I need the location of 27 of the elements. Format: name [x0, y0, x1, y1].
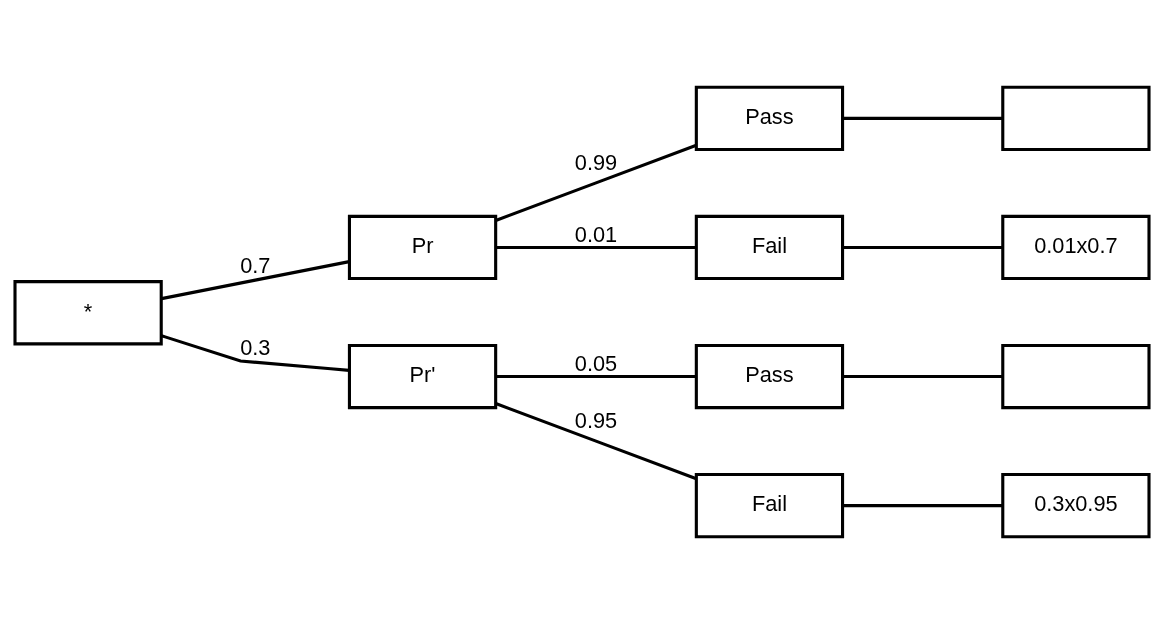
edge-label: 0.7 [240, 252, 271, 278]
connector [161, 334, 350, 372]
connector [842, 504, 1003, 508]
node-box: Pass [694, 85, 845, 151]
node-box [1001, 85, 1151, 151]
edge-label: 0.05 [574, 350, 618, 376]
connector [495, 143, 697, 222]
edge-label: 0.95 [574, 408, 618, 434]
node-box: Pr [347, 214, 498, 281]
node-box: Fail [694, 473, 845, 539]
connector [161, 260, 350, 301]
node-box: 0.01x0.7 [1001, 214, 1151, 281]
connector [495, 245, 697, 249]
connector [495, 402, 697, 481]
edge-label: 0.01 [574, 221, 618, 247]
connector [842, 245, 1003, 249]
edge-label: 0.3 [240, 335, 271, 361]
node-box: Pr' [347, 343, 498, 410]
node-box [1001, 343, 1151, 410]
connector [842, 116, 1003, 120]
connector [495, 375, 697, 379]
connector [842, 375, 1003, 379]
node-box: * [13, 280, 163, 346]
node-box: 0.3x0.95 [1001, 473, 1151, 539]
edge-label: 0.99 [574, 149, 618, 175]
node-box: Pass [694, 343, 845, 410]
node-box: Fail [694, 214, 845, 281]
